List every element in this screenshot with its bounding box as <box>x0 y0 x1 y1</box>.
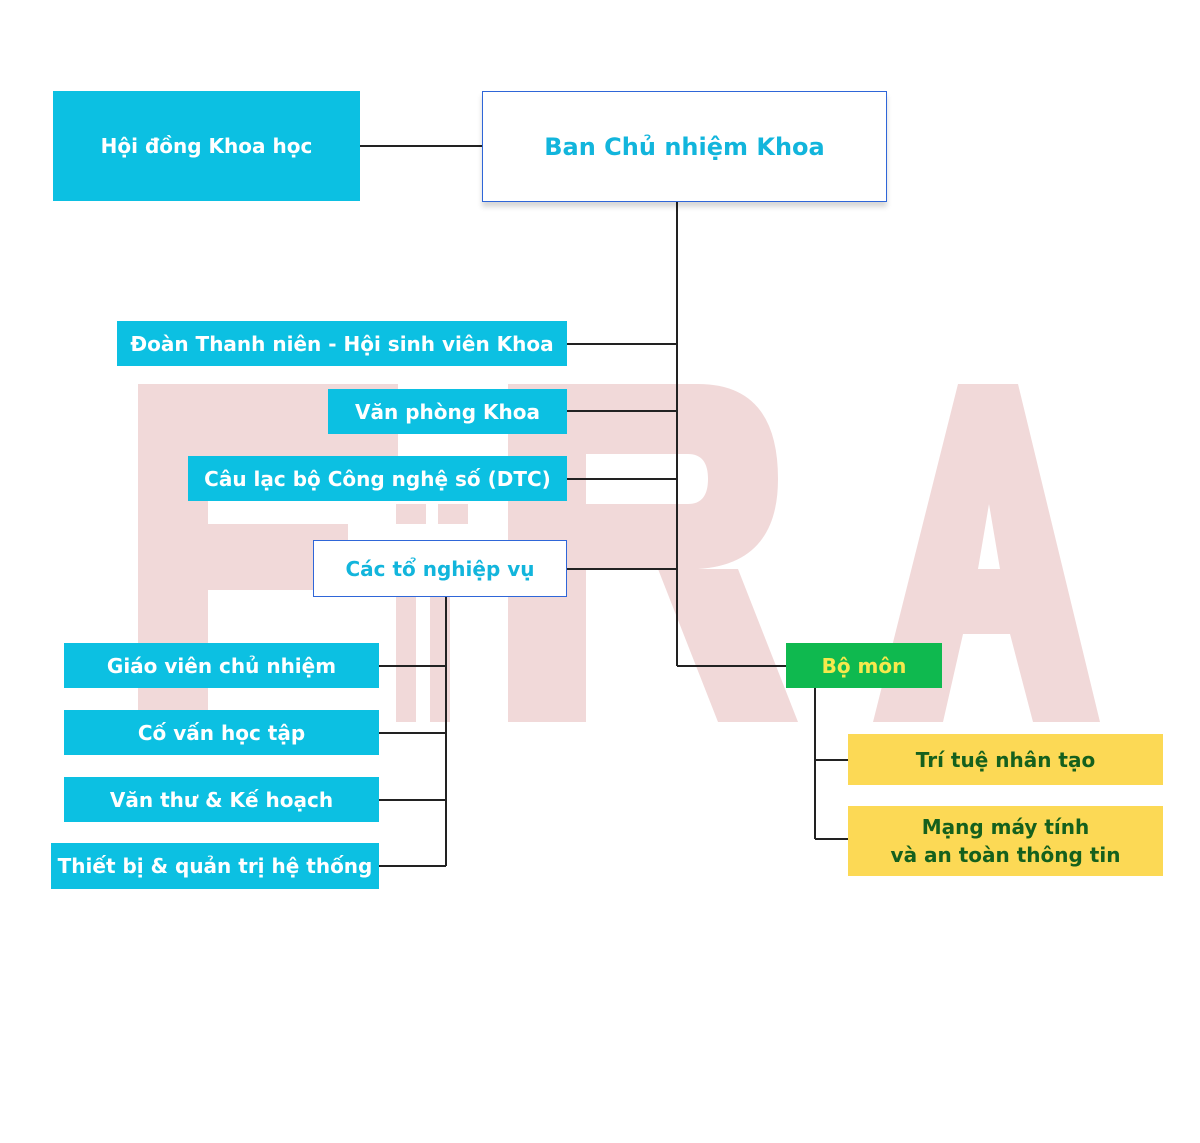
node-faculty-office-label: Văn phòng Khoa <box>355 399 540 424</box>
node-operational-teams-label: Các tổ nghiệp vụ <box>345 556 535 581</box>
node-equipment-system-admin-label: Thiết bị & quản trị hệ thống <box>57 854 373 878</box>
node-youth-union-label: Đoàn Thanh niên - Hội sinh viên Khoa <box>130 331 554 356</box>
node-faculty-board-label: Ban Chủ nhiệm Khoa <box>544 132 825 161</box>
node-clerical-planning-label: Văn thư & Kế hoạch <box>109 787 334 812</box>
node-equipment-system-admin: Thiết bị & quản trị hệ thống <box>51 843 379 889</box>
node-digital-tech-club-label: Câu lạc bộ Công nghệ số (DTC) <box>204 466 551 491</box>
node-scientific-council-label: Hội đồng Khoa học <box>100 134 313 158</box>
node-departments-label: Bộ môn <box>821 653 907 678</box>
node-digital-tech-club: Câu lạc bộ Công nghệ số (DTC) <box>188 456 567 501</box>
node-homeroom-teacher: Giáo viên chủ nhiệm <box>64 643 379 688</box>
node-faculty-board: Ban Chủ nhiệm Khoa <box>482 91 887 202</box>
node-faculty-office: Văn phòng Khoa <box>328 389 567 434</box>
node-homeroom-teacher-label: Giáo viên chủ nhiệm <box>106 653 337 678</box>
node-operational-teams: Các tổ nghiệp vụ <box>313 540 567 597</box>
node-network-security: Mạng máy tính và an toàn thông tin <box>848 806 1163 876</box>
node-academic-advisor-label: Cố vấn học tập <box>137 720 306 745</box>
node-academic-advisor: Cố vấn học tập <box>64 710 379 755</box>
node-artificial-intelligence-label: Trí tuệ nhân tạo <box>915 747 1096 772</box>
node-youth-union: Đoàn Thanh niên - Hội sinh viên Khoa <box>117 321 567 366</box>
node-scientific-council: Hội đồng Khoa học <box>53 91 360 201</box>
node-artificial-intelligence: Trí tuệ nhân tạo <box>848 734 1163 785</box>
node-network-security-label: Mạng máy tính và an toàn thông tin <box>890 815 1121 867</box>
node-clerical-planning: Văn thư & Kế hoạch <box>64 777 379 822</box>
node-departments: Bộ môn <box>786 643 942 688</box>
